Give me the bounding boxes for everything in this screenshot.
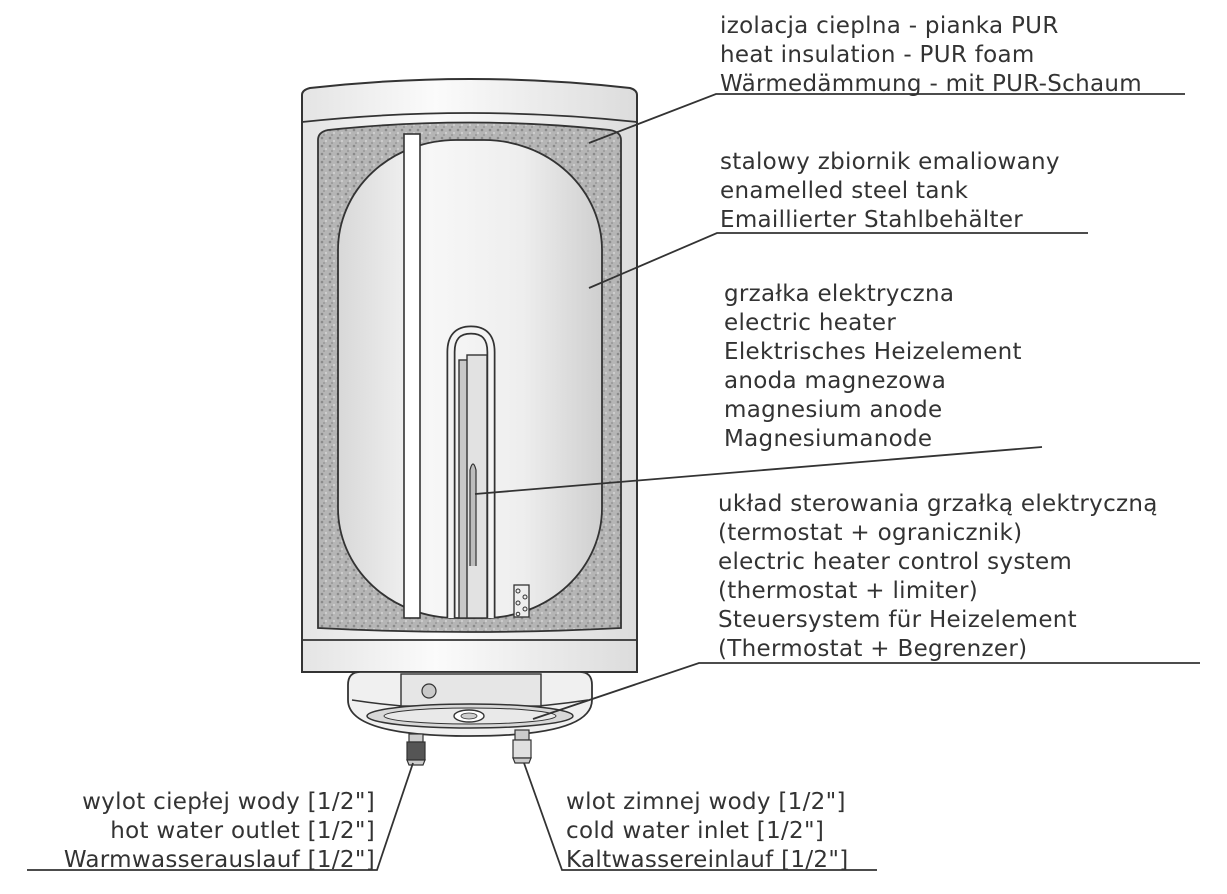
leader-hot-outlet (27, 762, 414, 871)
cold-water-connector (512, 729, 532, 764)
label-hot-outlet-de: Warmwasserauslauf [1/2"] (63, 847, 375, 873)
control-unit (347, 671, 593, 737)
label-control-en: electric heater control system (718, 549, 1073, 575)
label-heater-en: electric heater (724, 310, 897, 336)
label-hot-outlet: wylot ciepłej wody [1/2"] hot water outl… (64, 788, 375, 875)
leader-heater (474, 446, 1043, 495)
label-control: układ sterowania grzałką elektryczną (te… (718, 490, 1158, 664)
label-anode-pl: anoda magnezowa (724, 368, 947, 394)
label-control-de-detail: (Thermostat + Begrenzer) (718, 636, 1028, 662)
label-anode-en: magnesium anode (724, 397, 943, 423)
label-tank-en: enamelled steel tank (720, 178, 969, 204)
leader-lines (27, 93, 1200, 871)
label-control-pl-detail: (termostat + ogranicznik) (718, 520, 1023, 546)
label-insulation: izolacja cieplna - pianka PUR heat insul… (720, 12, 1142, 99)
label-hot-outlet-en: hot water outlet [1/2"] (110, 818, 375, 844)
label-control-en-detail: (thermostat + limiter) (718, 578, 979, 604)
heating-element (446, 325, 496, 619)
leader-tank (588, 232, 1088, 289)
label-tank-pl: stalowy zbiornik emaliowany (720, 149, 1060, 175)
leader-control (532, 662, 1200, 720)
label-control-pl: układ sterowania grzałką elektryczną (718, 491, 1158, 517)
label-insulation-pl: izolacja cieplna - pianka PUR (720, 13, 1059, 39)
thermostat-sensor (513, 584, 530, 618)
label-cold-inlet-de: Kaltwassereinlauf [1/2"] (566, 847, 849, 873)
label-cold-inlet-en: cold water inlet [1/2"] (566, 818, 825, 844)
hot-water-pipe (403, 133, 421, 619)
label-heater-pl: grzałka elektryczna (724, 281, 955, 307)
label-heater: grzałka elektryczna electric heater Elek… (724, 280, 1022, 454)
label-cold-inlet-pl: wlot zimnej wody [1/2"] (566, 789, 846, 815)
label-insulation-en: heat insulation - PUR foam (720, 42, 1035, 68)
label-tank-de: Emaillierter Stahlbehälter (720, 207, 1024, 233)
label-hot-outlet-pl: wylot ciepłej wody [1/2"] (82, 789, 375, 815)
label-control-de: Steuersystem für Heizelement (718, 607, 1078, 633)
label-insulation-de: Wärmedämmung - mit PUR-Schaum (720, 71, 1142, 97)
label-anode-de: Magnesiumanode (724, 426, 933, 452)
label-cold-inlet: wlot zimnej wody [1/2"] cold water inlet… (566, 788, 848, 875)
leader-cold-inlet (523, 762, 877, 871)
hot-water-connector (406, 733, 426, 766)
label-tank: stalowy zbiornik emaliowany enamelled st… (720, 148, 1060, 235)
label-heater-de: Elektrisches Heizelement (724, 339, 1022, 365)
leader-insulation (588, 93, 1185, 144)
